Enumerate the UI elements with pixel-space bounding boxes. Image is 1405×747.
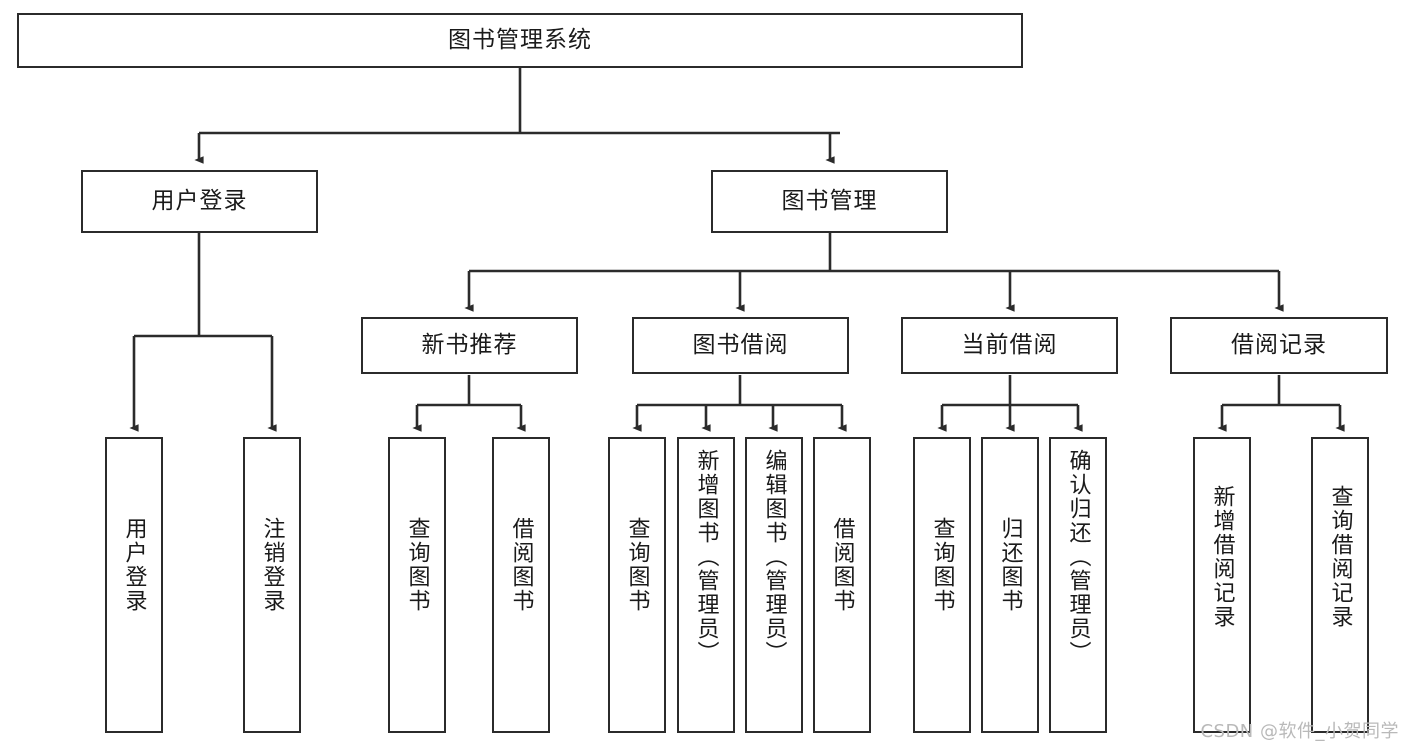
node-label: 确认归还（管理员） — [1065, 449, 1091, 665]
node-label: 借阅记录 — [1231, 331, 1327, 358]
leaf-add-borrowing-record[interactable]: 新增借阅记录 — [1193, 437, 1251, 733]
node-book-management[interactable]: 图书管理 — [711, 170, 948, 233]
leaf-logout[interactable]: 注销登录 — [243, 437, 301, 733]
node-label: 查询图书 — [404, 517, 430, 613]
node-label: 图书管理系统 — [448, 26, 592, 53]
node-label: 用户登录 — [151, 187, 248, 214]
node-label: 借阅图书 — [829, 517, 855, 613]
node-label: 查询借阅记录 — [1327, 485, 1353, 629]
node-label: 查询图书 — [624, 517, 650, 613]
node-label: 当前借阅 — [961, 331, 1058, 358]
node-label: 新增图书（管理员） — [693, 449, 719, 665]
node-label: 新书推荐 — [421, 331, 518, 358]
node-book-borrowing[interactable]: 图书借阅 — [632, 317, 849, 374]
node-borrowing-record[interactable]: 借阅记录 — [1170, 317, 1388, 374]
csdn-watermark: CSDN @软件_小贺同学 — [1200, 721, 1399, 742]
node-label: 借阅图书 — [508, 517, 534, 613]
node-label: 新增借阅记录 — [1209, 485, 1235, 629]
leaf-query-book-current[interactable]: 查询图书 — [913, 437, 971, 733]
leaf-add-book-admin[interactable]: 新增图书（管理员） — [677, 437, 735, 733]
leaf-query-borrowing-record[interactable]: 查询借阅记录 — [1311, 437, 1369, 733]
leaf-borrow-book[interactable]: 借阅图书 — [813, 437, 871, 733]
leaf-query-book-recommendation[interactable]: 查询图书 — [388, 437, 446, 733]
leaf-user-login[interactable]: 用户登录 — [105, 437, 163, 733]
leaf-edit-book-admin[interactable]: 编辑图书（管理员） — [745, 437, 803, 733]
leaf-confirm-return-admin[interactable]: 确认归还（管理员） — [1049, 437, 1107, 733]
leaf-borrow-book-recommendation[interactable]: 借阅图书 — [492, 437, 550, 733]
node-label: 查询图书 — [929, 517, 955, 613]
node-label: 归还图书 — [997, 517, 1023, 613]
node-root-book-management-system[interactable]: 图书管理系统 — [17, 13, 1023, 68]
node-label: 用户登录 — [121, 517, 147, 613]
node-label: 编辑图书（管理员） — [761, 449, 787, 665]
node-current-borrowing[interactable]: 当前借阅 — [901, 317, 1118, 374]
node-new-book-recommendation[interactable]: 新书推荐 — [361, 317, 578, 374]
node-label: 图书借阅 — [692, 331, 789, 358]
leaf-return-book[interactable]: 归还图书 — [981, 437, 1039, 733]
node-label: 注销登录 — [259, 517, 285, 613]
leaf-query-book-borrowing[interactable]: 查询图书 — [608, 437, 666, 733]
node-user-login[interactable]: 用户登录 — [81, 170, 318, 233]
node-label: 图书管理 — [781, 187, 878, 214]
